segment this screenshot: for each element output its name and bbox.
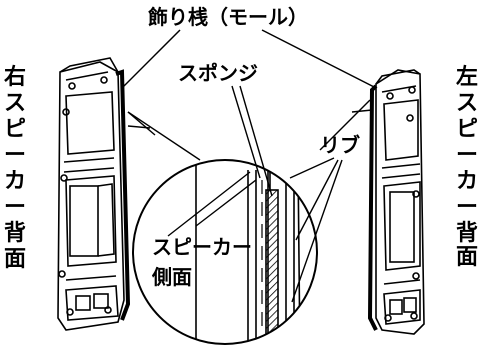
svg-text:ス: ス [456,91,478,116]
right-speaker-back-label: 右 ス ピ ー カ ー 背 面 [4,65,26,272]
trim-molding-label: 飾り桟（モール） [148,5,308,29]
svg-text:背: 背 [456,221,478,246]
speaker-side-leader-lines [167,171,257,237]
svg-text:ー: ー [456,195,478,220]
svg-text:ー: ー [4,143,26,168]
svg-text:面: 面 [456,245,478,270]
magnifier-leader-lines [127,99,373,161]
svg-text:背: 背 [4,221,26,246]
speaker-side-label: スピーカー 側面 [151,235,252,289]
svg-text:ピ: ピ [456,117,478,142]
svg-text:カ: カ [4,169,26,194]
rib-label: リブ [320,133,360,157]
svg-text:ー: ー [456,143,478,168]
svg-text:カ: カ [456,169,478,194]
svg-text:ー: ー [4,195,26,220]
rib-leader-lines [289,157,343,303]
svg-text:スピーカー: スピーカー [152,235,252,259]
left-speaker-back-illustration [367,69,425,335]
svg-text:ス: ス [4,91,26,116]
sponge-leader-lines [231,85,273,197]
svg-text:面: 面 [4,247,26,272]
sponge-label: スポンジ [178,61,258,85]
trim-molding-leader-lines [121,29,381,91]
svg-text:右: 右 [4,65,26,90]
svg-text:側面: 側面 [151,265,192,289]
left-speaker-back-label: 左 ス ピ ー カ ー 背 面 [456,64,478,270]
svg-text:左: 左 [456,64,478,90]
right-speaker-back-illustration [57,57,131,331]
svg-text:ピ: ピ [4,117,26,142]
